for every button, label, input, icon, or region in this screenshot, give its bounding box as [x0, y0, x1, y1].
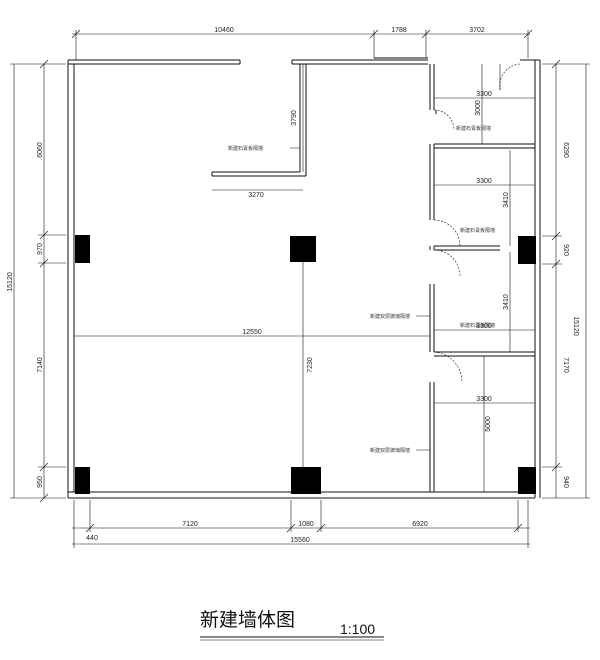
dim-room-height-4: 5000: [485, 416, 492, 432]
drawing-scale: 1:100: [340, 621, 375, 637]
note-gypsum-wall-1: 新建石膏板隔墙: [228, 145, 263, 152]
doors: [433, 63, 521, 383]
dim-interior-span: 12550: [242, 329, 262, 336]
note-gypsum-wall-4: 新建石膏板隔墙: [460, 322, 495, 329]
dim-bottom-3: 1080: [298, 521, 314, 528]
dimension-labels: 10460 1788 3702 15120 6060 970 7140 950 …: [7, 27, 579, 544]
dim-left-total: 15120: [7, 272, 14, 292]
structural-columns: [75, 235, 536, 494]
dim-left-1: 6060: [37, 142, 44, 158]
note-glass-wall-1: 新建双层玻璃隔墙: [370, 313, 410, 320]
leader-lines: [290, 147, 430, 451]
dim-right-3: 7170: [562, 357, 569, 373]
note-gypsum-wall-2: 新建石膏板隔墙: [456, 125, 491, 132]
dim-room-height-2: 3410: [503, 192, 510, 208]
dim-interior-height: 7230: [307, 357, 314, 373]
drawing-title: 新建墙体图 1:100: [200, 609, 384, 641]
dim-left-3: 7140: [37, 357, 44, 373]
dim-room-width-2: 3300: [476, 178, 492, 185]
dim-room-height-3: 3410: [503, 294, 510, 310]
dim-top-2: 1788: [391, 27, 407, 34]
dim-right-4: 940: [562, 476, 569, 488]
dim-room-height-1: 3000: [475, 100, 482, 116]
dim-wall-length: 3270: [248, 192, 264, 199]
dim-left-4: 950: [37, 476, 44, 488]
dim-right-2: 920: [562, 244, 569, 256]
annotations: 新建石膏板隔墙 新建石膏板隔墙 新建石膏板隔墙 新建石膏板隔墙 新建双层玻璃隔墙…: [228, 125, 495, 454]
dim-room-width-1: 3300: [476, 91, 492, 98]
dim-top-1: 10460: [214, 27, 234, 34]
outer-walls: [67, 57, 541, 499]
dim-wall-height: 3790: [291, 110, 298, 126]
dim-room-width-3: 3300: [476, 323, 492, 330]
dim-right-total: 15120: [572, 316, 579, 336]
drawing-title-text: 新建墙体图: [200, 609, 295, 631]
dimension-lines: [10, 29, 590, 548]
partition-walls: [211, 64, 535, 492]
dim-bottom-total: 15560: [290, 537, 310, 544]
dim-bottom-1: 440: [86, 535, 98, 542]
note-glass-wall-2: 新建双层玻璃隔墙: [370, 447, 410, 454]
dim-room-width-4: 3300: [476, 396, 492, 403]
dim-bottom-4: 6920: [412, 521, 428, 528]
dim-left-2: 970: [37, 243, 44, 255]
dim-right-1: 6290: [562, 142, 569, 158]
note-gypsum-wall-3: 新建石膏板隔墙: [460, 227, 495, 234]
dim-bottom-2: 7120: [182, 521, 198, 528]
dim-top-3: 3702: [469, 27, 485, 34]
